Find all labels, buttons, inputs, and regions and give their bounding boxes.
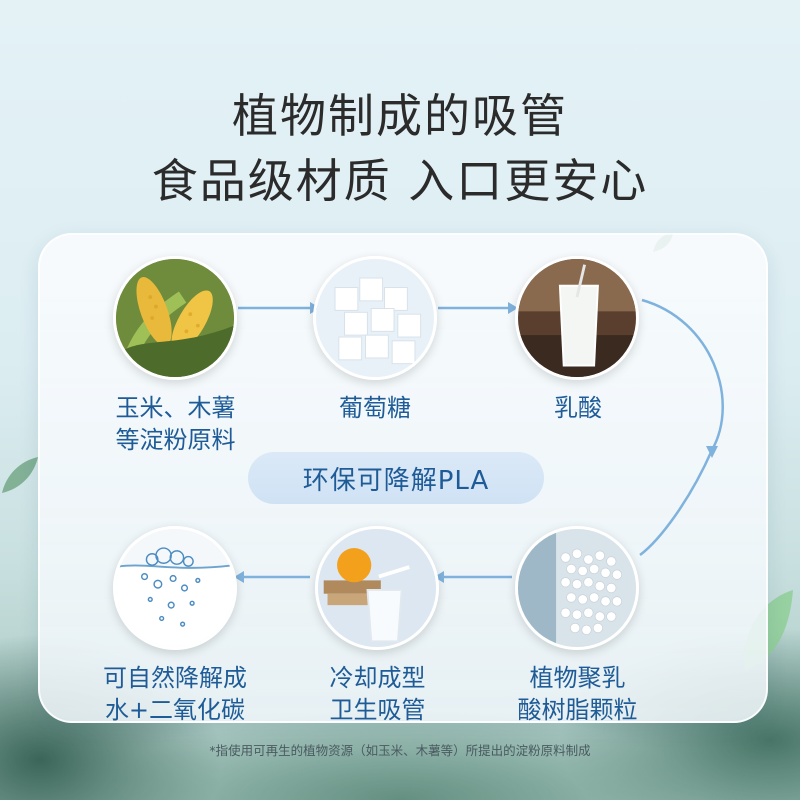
white-granules-image xyxy=(515,526,639,650)
water-bubbles-image xyxy=(113,526,237,650)
step-label-line: 植物聚乳 xyxy=(529,664,626,692)
step-label-line: 酸树脂颗粒 xyxy=(517,696,638,724)
step-label-line: 可自然降解成 xyxy=(103,664,247,692)
step-label-raw-material: 玉米、木薯 等淀粉原料 xyxy=(88,392,263,456)
pla-badge-text: 环保可降解PLA xyxy=(302,465,490,496)
pla-badge: 环保可降解PLA xyxy=(248,452,544,504)
step-label-glucose: 葡萄糖 xyxy=(300,392,450,424)
leaf-icon xyxy=(2,457,38,493)
step-label-line: 葡萄糖 xyxy=(339,394,411,422)
page-title: 植物制成的吸管 xyxy=(232,89,568,143)
step-label-line: 冷却成型 xyxy=(329,664,426,692)
step-label-pla-resin: 植物聚乳 酸树脂颗粒 xyxy=(495,662,660,726)
step-label-line: 等淀粉原料 xyxy=(115,426,236,454)
step-label-degradation: 可自然降解成 水+二氧化碳 xyxy=(85,662,265,726)
glass-of-liquid-image xyxy=(515,256,639,380)
step-label-line: 水+二氧化碳 xyxy=(104,696,246,724)
step-label-line: 卫生吸管 xyxy=(329,696,426,724)
step-label-lactic-acid: 乳酸 xyxy=(503,392,653,424)
step-label-straw-forming: 冷却成型 卫生吸管 xyxy=(300,662,455,726)
step-label-line: 玉米、木薯 xyxy=(115,394,236,422)
footnote: *指使用可再生的植物资源（如玉米、木薯等）所提出的淀粉原料制成 xyxy=(209,743,591,758)
corn-image xyxy=(113,256,237,380)
sugar-cubes-image xyxy=(313,256,437,380)
page-subtitle: 食品级材质 入口更安心 xyxy=(151,154,649,208)
straw-in-glass-image xyxy=(315,526,439,650)
step-label-line: 乳酸 xyxy=(554,394,602,422)
